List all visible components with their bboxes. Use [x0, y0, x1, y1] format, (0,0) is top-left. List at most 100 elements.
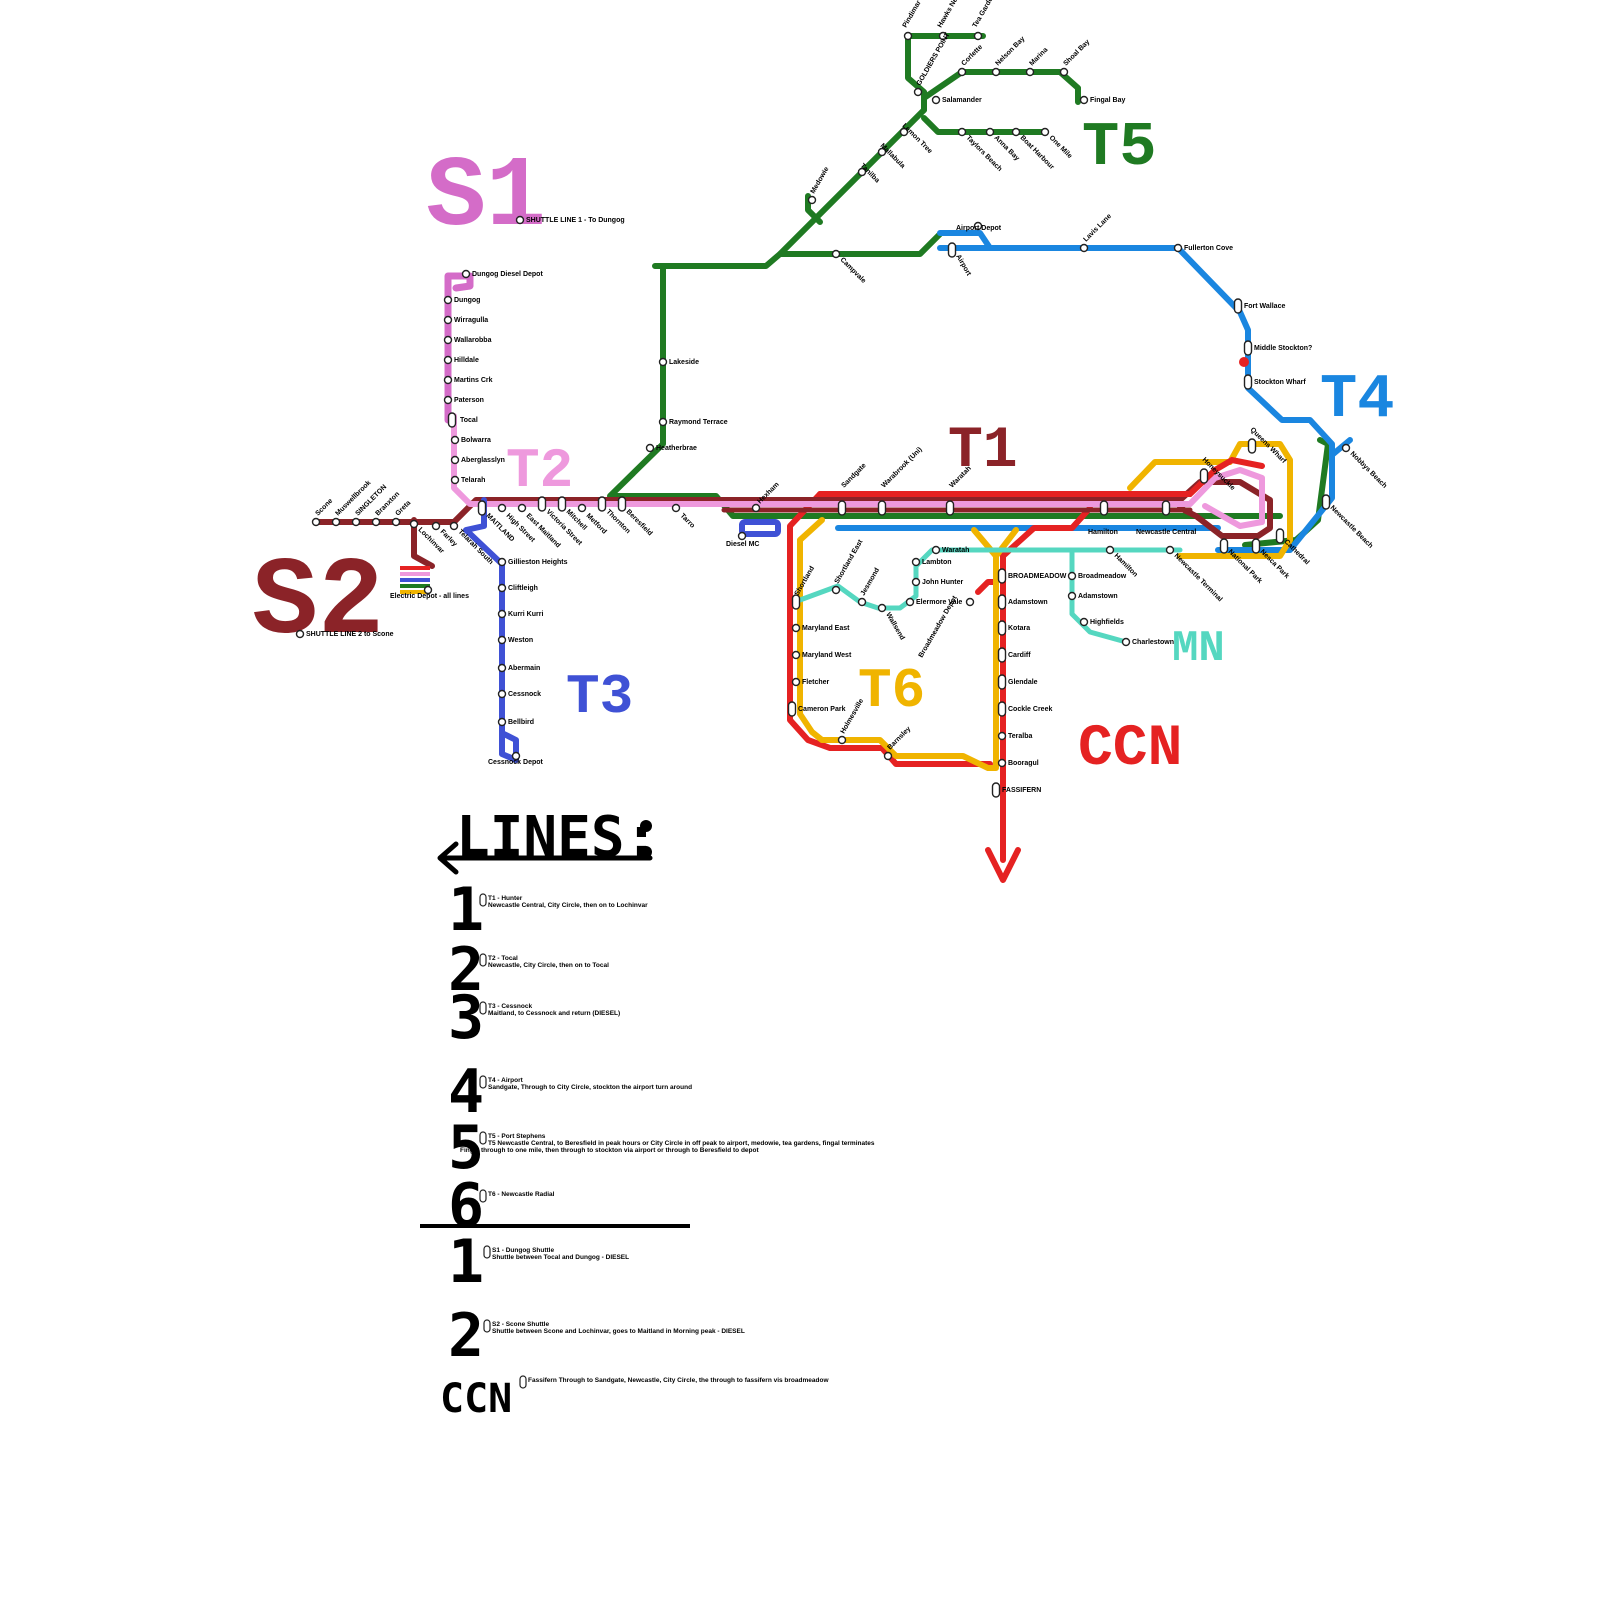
station-marker[interactable] [787, 701, 797, 717]
station-marker[interactable] [391, 517, 401, 527]
station-marker[interactable] [497, 583, 507, 593]
station-marker[interactable] [997, 594, 1007, 610]
station-marker[interactable] [973, 31, 983, 41]
station-marker[interactable] [443, 395, 453, 405]
station-marker[interactable] [371, 517, 381, 527]
station-marker[interactable] [737, 531, 747, 541]
station-marker[interactable] [497, 635, 507, 645]
station-marker[interactable] [617, 496, 627, 512]
station-marker[interactable] [807, 195, 817, 205]
station-marker[interactable] [791, 594, 801, 610]
station-marker[interactable] [443, 295, 453, 305]
station-marker[interactable] [997, 731, 1007, 741]
station-marker[interactable] [1079, 617, 1089, 627]
station-marker[interactable] [645, 443, 655, 453]
station-marker[interactable] [857, 597, 867, 607]
station-marker[interactable] [511, 751, 521, 761]
station-marker[interactable] [905, 597, 915, 607]
station-marker[interactable] [450, 435, 460, 445]
station-marker[interactable] [557, 496, 567, 512]
station-marker[interactable] [1105, 545, 1115, 555]
station-marker[interactable] [443, 375, 453, 385]
station-marker[interactable] [671, 503, 681, 513]
station-marker[interactable] [791, 623, 801, 633]
station-marker[interactable] [931, 545, 941, 555]
station-marker[interactable] [351, 517, 361, 527]
station-marker[interactable] [877, 603, 887, 613]
station-marker[interactable] [658, 417, 668, 427]
station-marker[interactable] [831, 249, 841, 259]
station-marker[interactable] [515, 215, 525, 225]
station-marker[interactable] [461, 269, 471, 279]
station-marker[interactable] [931, 95, 941, 105]
station-marker[interactable] [991, 782, 1001, 798]
station-marker[interactable] [1341, 443, 1351, 453]
station-marker[interactable] [517, 503, 527, 513]
station-marker[interactable] [997, 758, 1007, 768]
station-marker[interactable] [597, 496, 607, 512]
station-marker[interactable] [973, 221, 983, 231]
station-marker[interactable] [1243, 340, 1253, 356]
station-marker[interactable] [791, 650, 801, 660]
station-marker[interactable] [913, 87, 923, 97]
station-marker[interactable] [947, 242, 957, 258]
station-marker[interactable] [1079, 95, 1089, 105]
station-marker[interactable] [1251, 538, 1261, 554]
station-marker[interactable] [997, 647, 1007, 663]
station-marker[interactable] [497, 689, 507, 699]
station-marker[interactable] [911, 577, 921, 587]
station-marker[interactable] [450, 475, 460, 485]
station-marker[interactable] [1321, 494, 1331, 510]
station-marker[interactable] [837, 735, 847, 745]
station-marker[interactable] [1040, 127, 1050, 137]
station-marker[interactable] [1079, 243, 1089, 253]
station-marker[interactable] [877, 147, 887, 157]
station-marker[interactable] [1173, 243, 1183, 253]
station-marker[interactable] [791, 677, 801, 687]
station-marker[interactable] [857, 167, 867, 177]
station-marker[interactable] [443, 355, 453, 365]
station-marker[interactable] [423, 585, 433, 595]
station-marker[interactable] [331, 517, 341, 527]
station-marker[interactable] [1121, 637, 1131, 647]
station-marker[interactable] [1275, 528, 1285, 544]
station-marker[interactable] [957, 67, 967, 77]
station-marker[interactable] [1219, 538, 1229, 554]
station-marker[interactable] [1243, 374, 1253, 390]
station-marker[interactable] [1067, 591, 1077, 601]
station-marker[interactable] [450, 455, 460, 465]
station-marker[interactable] [945, 500, 955, 516]
station-marker[interactable] [1025, 67, 1035, 77]
station-marker[interactable] [997, 620, 1007, 636]
station-marker[interactable] [1059, 67, 1069, 77]
station-marker[interactable] [837, 500, 847, 516]
station-marker[interactable] [295, 629, 305, 639]
station-marker[interactable] [1233, 298, 1243, 314]
station-marker[interactable] [985, 127, 995, 137]
station-marker[interactable] [751, 503, 761, 513]
station-marker[interactable] [831, 585, 841, 595]
station-marker[interactable] [497, 557, 507, 567]
station-marker[interactable] [1067, 571, 1077, 581]
station-marker[interactable] [409, 519, 419, 529]
station-marker[interactable] [1011, 127, 1021, 137]
station-marker[interactable] [997, 674, 1007, 690]
station-marker[interactable] [938, 31, 948, 41]
station-marker[interactable] [497, 717, 507, 727]
station-marker[interactable] [431, 521, 441, 531]
station-marker[interactable] [1165, 545, 1175, 555]
station-marker[interactable] [443, 315, 453, 325]
station-marker[interactable] [957, 127, 967, 137]
station-marker[interactable] [1247, 438, 1257, 454]
station-marker[interactable] [449, 521, 459, 531]
station-marker[interactable] [577, 503, 587, 513]
station-marker[interactable] [991, 67, 1001, 77]
station-marker[interactable] [903, 31, 913, 41]
station-marker[interactable] [497, 503, 507, 513]
station-marker[interactable] [997, 568, 1007, 584]
station-marker[interactable] [658, 357, 668, 367]
station-marker[interactable] [443, 335, 453, 345]
station-marker[interactable] [1161, 500, 1171, 516]
station-marker[interactable] [497, 609, 507, 619]
station-marker[interactable] [497, 663, 507, 673]
